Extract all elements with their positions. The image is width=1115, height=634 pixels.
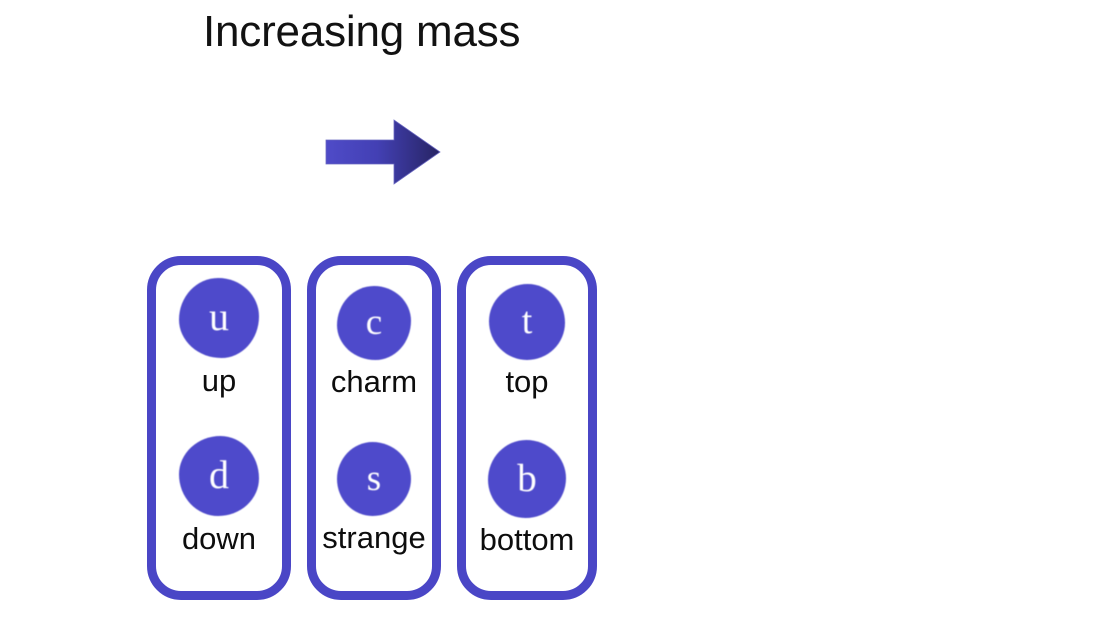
quark-top-label: top (505, 364, 549, 399)
increasing-mass-arrow (322, 114, 444, 190)
quark-down-label: down (181, 521, 257, 556)
quark-charm: c charm (279, 286, 469, 399)
quark-bottom-circle: b (488, 440, 566, 518)
quark-up-circle: u (179, 278, 259, 358)
quark-strange: s strange (279, 442, 469, 555)
quark-top-symbol: t (521, 300, 533, 342)
quark-bottom: b bottom (432, 440, 622, 557)
quark-charm-circle: c (337, 286, 411, 360)
quark-down: d down (124, 436, 314, 556)
quark-up: u up (124, 278, 314, 398)
quark-down-circle: d (179, 436, 259, 516)
quark-top-circle: t (489, 284, 565, 360)
quark-up-symbol: u (209, 294, 229, 339)
quark-strange-label: strange (322, 520, 426, 555)
quark-bottom-label: bottom (479, 522, 575, 557)
quark-top: t top (432, 284, 622, 399)
quark-strange-symbol: s (366, 457, 382, 499)
quark-bottom-symbol: b (517, 456, 537, 500)
quark-charm-label: charm (330, 364, 418, 399)
quark-charm-symbol: c (365, 301, 383, 343)
quark-down-symbol: d (209, 452, 229, 497)
page-title: Increasing mass (203, 7, 521, 56)
quark-up-label: up (201, 363, 237, 398)
quark-strange-circle: s (337, 442, 411, 516)
